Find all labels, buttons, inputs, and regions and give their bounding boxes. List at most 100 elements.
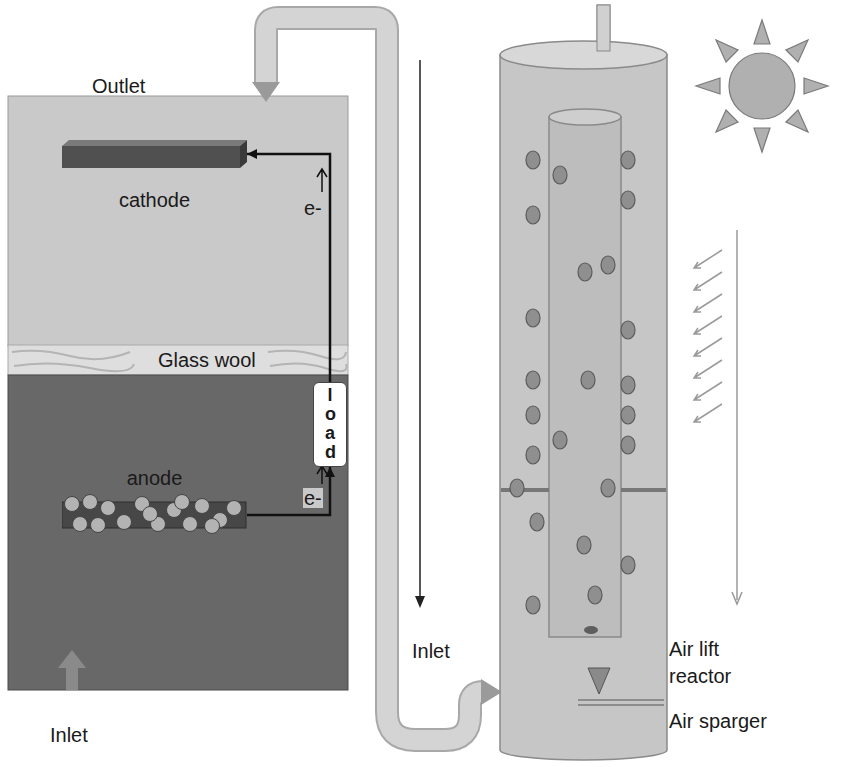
anode-electrode: anode xyxy=(62,466,247,534)
flow-arrow xyxy=(419,60,421,598)
load-label: load xyxy=(325,386,335,462)
algae-cell xyxy=(601,256,615,274)
algae-cell xyxy=(526,406,540,424)
sun-disc xyxy=(729,53,795,119)
algae-cell xyxy=(621,151,635,169)
inlet-label: Inlet xyxy=(50,722,88,749)
sun-ray xyxy=(696,78,720,94)
outlet-label: Outlet xyxy=(92,73,145,100)
cathode-side-face xyxy=(240,140,247,168)
light-ray xyxy=(694,338,722,356)
algae-cells xyxy=(510,151,635,614)
circuit-wire xyxy=(247,154,330,382)
light-ray xyxy=(694,272,722,290)
bacteria-cell xyxy=(205,519,220,534)
gas-outlet-tube xyxy=(597,5,610,51)
bacteria-cell xyxy=(73,517,88,532)
electron-arrow xyxy=(317,466,327,484)
algae-cell xyxy=(526,309,540,327)
inlet-arrow-head xyxy=(58,650,86,668)
bacteria-cell xyxy=(83,495,98,510)
algae-cell xyxy=(510,479,524,497)
inlet-label: Inlet xyxy=(412,638,450,665)
algae-cell xyxy=(601,479,615,497)
electron-label: e- xyxy=(303,488,323,508)
sun-ray xyxy=(754,128,770,152)
electrode-label: Glass wool xyxy=(158,348,348,372)
sun-ray xyxy=(716,40,738,62)
algae-cell xyxy=(553,166,567,184)
sun-ray xyxy=(754,20,770,44)
sun-ray xyxy=(786,40,808,62)
gas-outlet-tube xyxy=(597,5,610,53)
light-ray xyxy=(694,250,722,268)
cathode-electrode: cathode xyxy=(62,140,247,218)
bacteria-cell xyxy=(91,518,106,533)
draft-tube-opening xyxy=(584,626,598,634)
cathode-chamber xyxy=(8,96,348,346)
cathode-bar xyxy=(62,140,247,170)
sun-ray xyxy=(804,78,828,94)
glass-wool-band xyxy=(8,345,348,375)
algae-cell xyxy=(526,206,540,224)
reactor-top xyxy=(500,41,667,69)
air-sparger-nozzle xyxy=(588,668,610,694)
light-ray xyxy=(694,294,722,312)
bacteria-cell xyxy=(175,495,190,510)
sun-ray xyxy=(716,110,738,132)
cathode-top-face xyxy=(62,140,247,146)
algae-cell xyxy=(621,376,635,394)
algae-cell xyxy=(581,371,595,389)
anode-chamber xyxy=(8,375,348,690)
electron-label: e- xyxy=(303,198,323,218)
sparger-label: Air sparger xyxy=(669,708,767,735)
sun xyxy=(696,20,828,152)
algae-cell xyxy=(621,191,635,209)
algae-cell xyxy=(577,536,591,554)
light-ray xyxy=(694,316,722,334)
algae-cell xyxy=(526,596,540,614)
glass-wool-separator: Glass wool xyxy=(8,345,348,375)
algae-cell xyxy=(526,446,540,464)
light-ray xyxy=(694,404,722,422)
anode-bar xyxy=(62,494,247,534)
bacteria-cell xyxy=(101,501,116,516)
electrode-label: anode xyxy=(62,466,247,490)
inlet-arrow-head xyxy=(481,679,502,705)
bacteria-cell xyxy=(143,507,158,522)
algae-cell xyxy=(530,513,544,531)
circuit-wire xyxy=(247,467,330,515)
algae-cell xyxy=(621,436,635,454)
support-bar xyxy=(621,488,666,492)
electron-arrow xyxy=(317,169,327,192)
bacteria-cell xyxy=(195,499,210,514)
draft-tube-top xyxy=(549,109,621,125)
draft-tube xyxy=(549,117,621,637)
flow-arrow-head xyxy=(415,596,425,608)
electrode-label: cathode xyxy=(62,188,247,212)
algae-cell xyxy=(578,263,592,281)
bacteria-cell xyxy=(183,517,198,532)
air-line xyxy=(578,699,664,700)
algae-cell xyxy=(621,556,635,574)
cathode-front-face xyxy=(62,146,240,168)
pipe xyxy=(266,18,483,740)
inlet-arrow xyxy=(66,666,78,690)
light-ray xyxy=(732,230,742,604)
light-ray xyxy=(694,360,722,378)
algae-cell xyxy=(621,406,635,424)
load-resistor: load xyxy=(313,382,347,467)
outlet-arrow-head xyxy=(252,82,280,102)
light-ray xyxy=(694,382,722,400)
bacteria-cell xyxy=(117,515,132,530)
bacteria-cell xyxy=(65,497,80,512)
algae-cell xyxy=(553,431,567,449)
algae-cell xyxy=(621,321,635,339)
support-bar xyxy=(501,488,549,492)
reactor-label: Air lift reactor xyxy=(669,636,769,690)
sun-ray xyxy=(786,110,808,132)
algae-cell xyxy=(526,151,540,169)
bacteria-cell xyxy=(227,501,242,516)
algae-cell xyxy=(588,586,602,604)
